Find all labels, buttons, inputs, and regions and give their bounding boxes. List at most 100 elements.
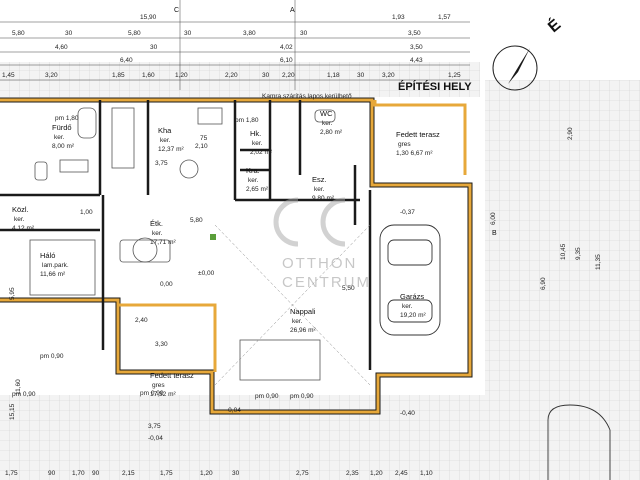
inner-dim-14: 0,00 [160, 281, 173, 288]
right-dim-4: 2,90 [567, 127, 574, 140]
top-dim-row1-1: 1,93 [392, 14, 405, 21]
paving-bottom [0, 395, 540, 480]
room-sub-6: ker. [14, 216, 25, 223]
inner-dim-3: pm 0,90 [40, 353, 64, 360]
top-dim-row1-2: 1,57 [438, 14, 451, 21]
room-sub-5: gres [398, 141, 411, 148]
paving-top [0, 62, 480, 97]
inner-dim-2: pm 0,90 [290, 393, 314, 400]
top-dim-row3-0: 4,60 [55, 44, 68, 51]
bottom-dim-7: 30 [232, 470, 240, 477]
top-dim-row5-10: 3,20 [382, 72, 395, 79]
inner-dim-17: -0,40 [400, 410, 415, 417]
inner-dim-21: 3,75 [148, 423, 161, 430]
north-arrow-icon [492, 45, 538, 91]
paving-right [485, 80, 640, 480]
top-dim-row5-8: 1,18 [327, 72, 340, 79]
inner-dim-10: 3,30 [155, 341, 168, 348]
room-area-4: 2,80 m² [320, 129, 343, 136]
room-area-2: 2,02 m² [250, 149, 273, 156]
room-name-9: Háló [40, 251, 55, 260]
room-area-3: 2,65 m² [246, 186, 269, 193]
top-dim-row4-1: 6,10 [280, 57, 293, 64]
inner-dim-11: 5,50 [342, 285, 355, 292]
left-dim-1: 15,15 [9, 403, 16, 420]
inner-dim-5: pm 0,90 [255, 393, 279, 400]
bottom-dim-0: 1,75 [5, 470, 18, 477]
watermark-logo [273, 197, 346, 247]
right-dim-0: 9,35 [575, 247, 582, 260]
room-sub-0: ker. [54, 134, 65, 141]
bottom-dim-1: 90 [48, 470, 56, 477]
top-dim-row5-9: 30 [357, 72, 365, 79]
room-name-1: Kha [158, 126, 172, 135]
room-area-11: 19,20 m² [400, 312, 426, 319]
bottom-dim-8: 2,75 [296, 470, 309, 477]
car-icon [379, 224, 441, 336]
inner-dim-1: pm 1,80 [235, 117, 259, 124]
site-label: ÉPÍTÉSI HELY [398, 80, 472, 93]
level-markers [210, 234, 216, 240]
room-sub-7: ker. [152, 230, 163, 237]
room-name-11: Garázs [400, 292, 424, 301]
watermark-line1: OTTHON [282, 255, 357, 272]
top-dim-row2-1: 30 [65, 30, 73, 37]
right-dim-3: 11,35 [595, 254, 602, 270]
right-dim-2: 6,90 [540, 277, 547, 290]
top-dim-row2-5: 30 [300, 30, 308, 37]
top-dim-row2-4: 3,80 [243, 30, 256, 37]
room-area-7: 17,71 m² [150, 239, 176, 246]
room-area-5: 1,30 6,67 m² [396, 150, 433, 157]
interior-walls [0, 100, 372, 370]
room-sub-8: ker. [314, 186, 325, 193]
bottom-dim-11: 2,45 [395, 470, 408, 477]
room-name-3: Kra. [246, 166, 260, 175]
right-dim-5: 6,00 [490, 212, 497, 225]
room-name-8: Esz. [312, 175, 327, 184]
room-area-0: 8,00 m² [52, 143, 75, 150]
top-dim-row5-5: 2,20 [225, 72, 238, 79]
outer-walls [0, 97, 473, 415]
room-sub-4: ker. [322, 120, 333, 127]
room-name-12: Fedett terasz [150, 371, 194, 380]
top-dim-row1-0: 15,90 [140, 14, 157, 21]
section-mark-a: A [290, 7, 295, 14]
left-dim-0: 11,60 [15, 379, 22, 395]
inner-dim-4: pm 0,90 [12, 391, 36, 398]
top-dim-row5-3: 1,60 [142, 72, 155, 79]
bottom-dim-12: 1,10 [420, 470, 433, 477]
top-dim-row2-6: 3,50 [408, 30, 421, 37]
inner-dim-16: -0,37 [400, 209, 415, 216]
top-dim-row5-6: 30 [262, 72, 270, 79]
inner-dim-7: 2,10 [195, 143, 208, 150]
inner-dim-6: pm 0,90 [140, 390, 164, 397]
right-dim-1: 10,45 [560, 243, 567, 260]
top-dim-row5-0: 1,45 [2, 72, 15, 79]
inner-dim-13: 1,00 [80, 209, 93, 216]
top-dim-row5-4: 1,20 [175, 72, 188, 79]
top-dim-row5-2: 1,85 [112, 72, 125, 79]
inner-dim-8: 2,40 [135, 317, 148, 324]
room-area-8: 9,80 m² [312, 195, 335, 202]
bottom-dim-2: 1,70 [72, 470, 85, 477]
top-dim-row2-2: 5,80 [128, 30, 141, 37]
room-name-5: Fedett terasz [396, 130, 440, 139]
room-sub-12: gres [152, 382, 165, 389]
inner-dim-18: -0,04 [226, 407, 241, 414]
inner-dim-15: -0,04 [148, 435, 163, 442]
room-name-4: WC [320, 109, 333, 118]
north-label: É [544, 15, 565, 37]
top-dimension-lines [0, 0, 470, 90]
watermark-line2: CENTRUM [282, 274, 371, 291]
top-dim-row3-2: 4,02 [280, 44, 293, 51]
inner-dim-19: ±0,00 [198, 270, 215, 277]
bottom-dim-10: 1,20 [370, 470, 383, 477]
bottom-dim-5: 1,75 [160, 470, 173, 477]
room-name-7: Étk. [150, 219, 163, 228]
room-name-10: Nappali [290, 307, 316, 316]
room-area-6: 4,12 m² [12, 225, 35, 232]
bottom-dim-6: 1,20 [200, 470, 213, 477]
